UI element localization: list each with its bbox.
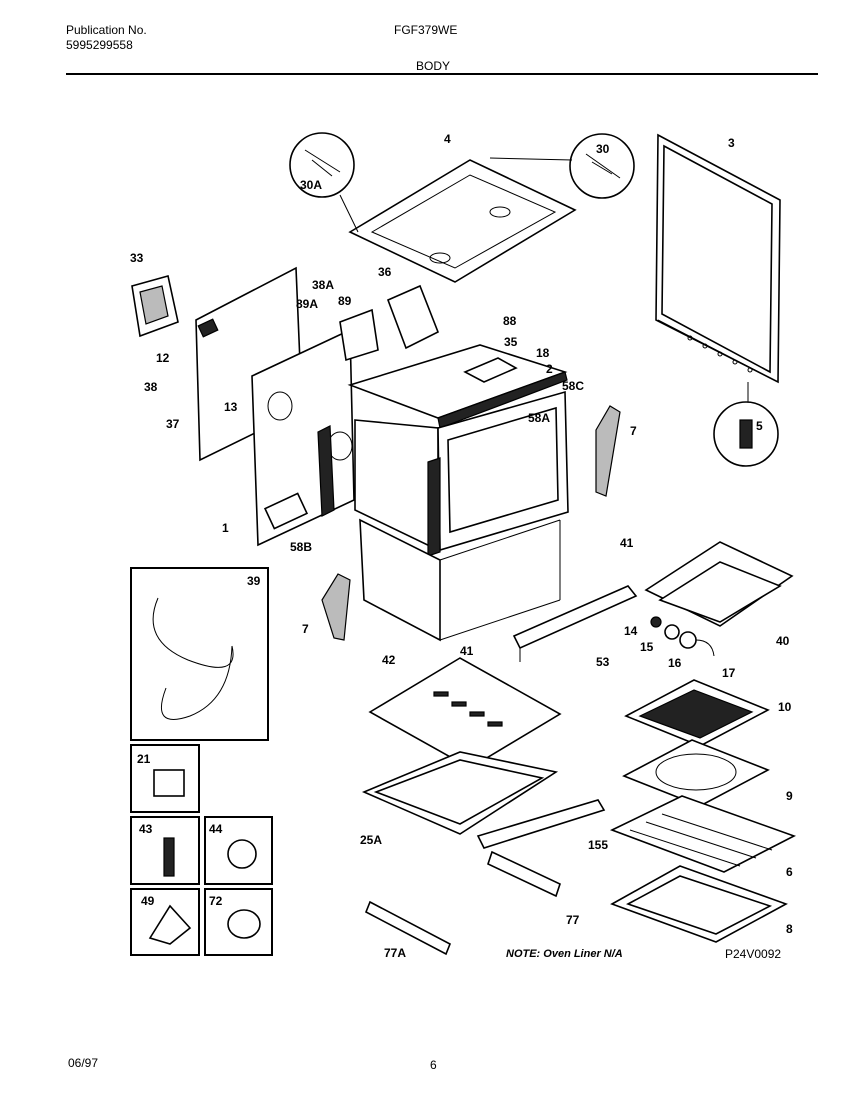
part-label-33: 33	[130, 251, 144, 265]
part-25A-frame	[361, 751, 559, 835]
part-40-panel	[644, 541, 794, 627]
publication-number: 5995299558	[66, 38, 133, 52]
inset-43	[130, 816, 200, 885]
oven-body	[251, 328, 569, 642]
part-label-21: 21	[137, 752, 151, 766]
part-label-44: 44	[209, 822, 223, 836]
footer-page: 6	[430, 1058, 437, 1072]
part-6-oven-rack	[609, 795, 797, 873]
detail-30	[489, 133, 635, 199]
part-label-30a: 30A	[300, 178, 322, 192]
part-label-58a: 58A	[528, 411, 550, 425]
part-label-40: 40	[776, 634, 790, 648]
part-3-side-panel	[655, 133, 781, 384]
part-42-panel	[368, 657, 562, 769]
part-label-49: 49	[141, 894, 155, 908]
part-label-30: 30	[596, 142, 610, 156]
part-label-36: 36	[378, 265, 392, 279]
part-label-58b: 58B	[290, 540, 312, 554]
part-18-clip	[463, 357, 518, 383]
part-label-43: 43	[139, 822, 153, 836]
part-label-25a: 25A	[360, 833, 382, 847]
part-33-bracket	[131, 275, 179, 338]
part-36-vent	[386, 284, 440, 350]
part-label-18: 18	[536, 346, 550, 360]
part-label-1: 1	[222, 521, 229, 535]
detail-5-leveler	[713, 382, 779, 467]
part-label-6: 6	[786, 865, 793, 879]
part-label-88: 88	[503, 314, 517, 328]
inset-21	[130, 744, 200, 813]
part-label-5: 5	[756, 419, 763, 433]
part-label-38: 38	[144, 380, 158, 394]
part-label-41: 41	[460, 644, 474, 658]
part-label-41: 41	[620, 536, 634, 550]
part-10-broiler-grid	[624, 679, 770, 747]
part-8-oven-liner	[610, 865, 788, 943]
drawing-number: P24V0092	[725, 947, 781, 961]
detail-30A	[289, 132, 359, 233]
part-label-3: 3	[728, 136, 735, 150]
part-9-broiler-pan	[622, 739, 770, 807]
part-label-17: 17	[722, 666, 736, 680]
part-label-14: 14	[624, 624, 638, 638]
part-label-37: 37	[166, 417, 180, 431]
inset-44	[204, 816, 273, 885]
oven-liner-note: NOTE: Oven Liner N/A	[506, 948, 623, 960]
part-label-4: 4	[444, 132, 451, 146]
part-label-13: 13	[224, 400, 238, 414]
part-label-39: 39	[247, 574, 261, 588]
part-label-2: 2	[546, 362, 553, 376]
part-label-89: 89	[338, 294, 352, 308]
part-label-155: 155	[588, 838, 608, 852]
inset-49	[130, 888, 200, 956]
part-77A-rail	[364, 900, 452, 956]
footer-date: 06/97	[68, 1056, 99, 1070]
header-rule	[66, 73, 818, 75]
part-label-10: 10	[778, 700, 792, 714]
part-label-72: 72	[209, 894, 223, 908]
part-label-38a: 38A	[312, 278, 334, 292]
part-4-top-panel	[348, 159, 577, 283]
part-7-hinge-left	[321, 573, 351, 641]
inset-39-power-cord	[130, 567, 269, 741]
part-53-rail	[512, 585, 638, 662]
part-label-8: 8	[786, 922, 793, 936]
part-label-53: 53	[596, 655, 610, 669]
part-label-35: 35	[504, 335, 518, 349]
inset-72	[204, 888, 273, 956]
part-label-9: 9	[786, 789, 793, 803]
part-7-hinge-right	[595, 405, 621, 497]
part-label-58c: 58C	[562, 379, 584, 393]
section-title: BODY	[416, 59, 451, 73]
parts-14-15-16-knobs	[650, 616, 715, 657]
part-label-15: 15	[640, 640, 654, 654]
part-89-bracket	[339, 308, 379, 362]
part-label-7: 7	[630, 424, 637, 438]
part-label-77a: 77A	[384, 946, 406, 960]
part-label-89a: 89A	[296, 297, 318, 311]
part-label-7: 7	[302, 622, 309, 636]
publication-label: Publication No.	[66, 23, 147, 37]
part-label-42: 42	[382, 653, 396, 667]
part-label-16: 16	[668, 656, 682, 670]
part-label-77: 77	[566, 913, 580, 927]
part-label-12: 12	[156, 351, 170, 365]
part-77-rail	[487, 850, 561, 898]
model-number: FGF379WE	[394, 23, 458, 37]
part-155-rail	[476, 799, 606, 849]
